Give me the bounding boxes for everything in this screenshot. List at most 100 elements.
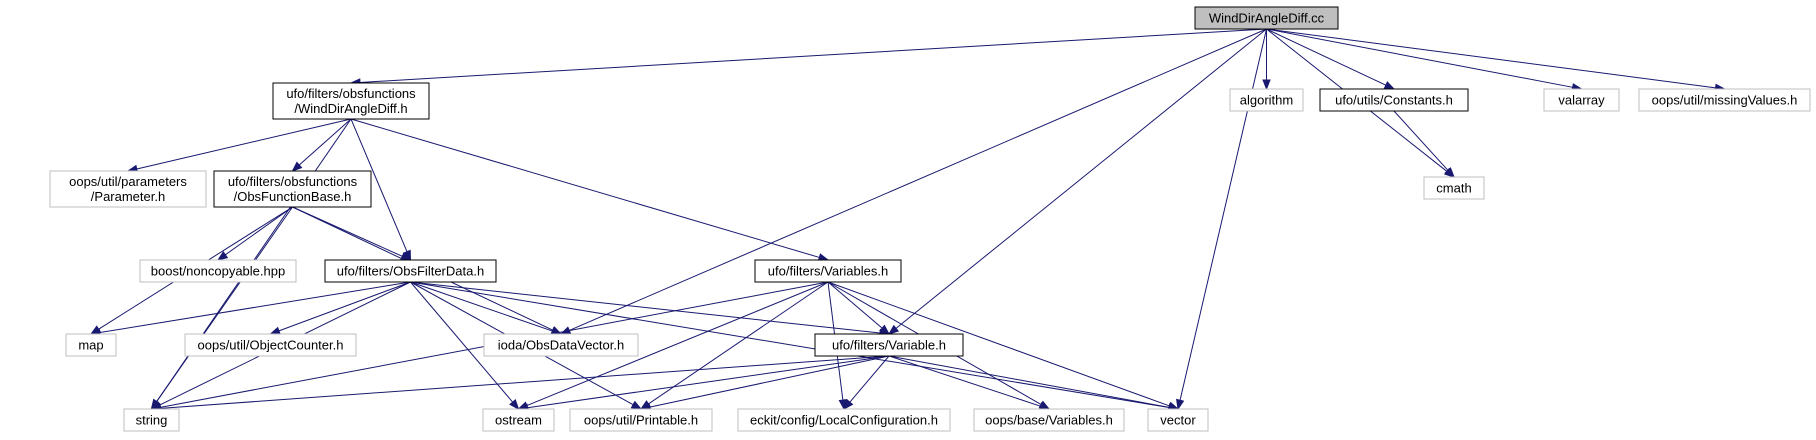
arrow-head-icon [269,326,281,335]
edge-line [410,281,881,334]
edge-variable_h-to-vector [888,355,1180,412]
node-winddiranglediff-cc: WindDirAngleDiff.cc [1194,6,1339,30]
edge-line [298,118,352,166]
edge-line [895,28,1267,329]
node-box [1319,88,1469,112]
node-oops-util-printable-h: oops/util/Printable.h [569,408,713,432]
node-label: oops/base/Variables.h [985,413,1113,428]
edge-obsfilterdata-to-variable_h [410,281,891,338]
node-string: string [123,408,180,432]
edge-line [136,118,352,170]
edge-line [827,281,883,329]
node-label: algorithm [1240,93,1293,108]
node-ufo-filters-variable-h[interactable]: ufo/filters/Variable.h [814,333,964,357]
node-ioda-obsdatavector-h: ioda/ObsDataVector.h [483,333,639,357]
node-box [1638,88,1811,112]
edge-root-to-constants [1266,28,1396,90]
edge-line [1393,110,1449,171]
node-box [324,259,497,283]
node-map: map [65,333,117,357]
node-box [973,408,1125,432]
node-box [483,333,639,357]
node-box [123,408,180,432]
arrow-head-icon [1262,79,1271,91]
node-box [1543,88,1620,112]
node-label: oops/util/missingValues.h [1652,93,1798,108]
edge-line [350,118,820,258]
node-ufo-filters-obsfunctions-winddiranglediff-h[interactable]: ufo/filters/obsfunctions/WindDirAngleDif… [272,82,430,120]
node-label: /ObsFunctionBase.h [234,189,352,204]
edge-line [410,281,1170,409]
node-oops-util-parameters-parameter-h: oops/util/parameters/Parameter.h [49,170,207,208]
node-eckit-config-localconfiguration-h: eckit/config/LocalConfiguration.h [737,408,951,432]
node-box [754,259,902,283]
node-label: oops/util/parameters [69,174,187,189]
node-ufo-filters-obsfilterdata-h[interactable]: ufo/filters/ObsFilterData.h [324,259,497,283]
edge-line [569,28,1267,331]
edge-line [527,355,890,409]
node-label: WindDirAngleDiff.cc [1209,11,1325,26]
node-box [1423,176,1485,200]
arrow-head-icon [216,251,229,261]
node-label: ioda/ObsDataVector.h [498,338,624,353]
node-label: ufo/filters/Variables.h [768,264,888,279]
arrow-head-icon [1444,167,1455,179]
node-label: ufo/filters/Variable.h [832,338,946,353]
node-label: vector [1160,413,1196,428]
edge-constants-to-cmath [1393,110,1455,179]
arrow-head-icon [879,324,891,335]
node-label: ufo/filters/ObsFilterData.h [337,264,484,279]
edge-root-to-obsdatavector [559,28,1267,335]
node-cmath: cmath [1423,176,1485,200]
node-box [1147,408,1209,432]
file-nodes: WindDirAngleDiff.cc ufo/filters/obsfuncti… [49,6,1811,432]
node-boost-noncopyable-hpp: boost/noncopyable.hpp [139,259,297,283]
node-ufo-utils-constants-h[interactable]: ufo/utils/Constants.h [1319,88,1469,112]
edge-line [359,28,1267,83]
arrow-head-icon [291,161,303,172]
arrow-head-icon [1383,81,1396,90]
node-box [65,333,117,357]
edge-line [410,281,514,403]
node-valarray: valarray [1543,88,1620,112]
dependency-edges [89,28,1726,413]
edge-line [156,206,293,402]
edge-variable_h-to-localconfig [843,355,890,411]
edge-variable_h-to-oopsvariables [888,355,1051,411]
node-label: oops/util/Printable.h [584,413,698,428]
node-ufo-filters-obsfunctions-obsfunctionbase-h[interactable]: ufo/filters/obsfunctions/ObsFunctionBase… [213,170,372,208]
edge-line [648,281,829,405]
edge-root-to-missing [1266,28,1726,92]
edge-line [1266,28,1573,88]
node-box [1229,88,1304,112]
arrow-head-icon [1176,398,1185,411]
node-label: ufo/filters/obsfunctions [228,174,358,189]
node-label: boost/noncopyable.hpp [151,264,285,279]
node-label: oops/util/ObjectCounter.h [198,338,344,353]
edge-line [888,355,1170,408]
arrow-head-icon [630,400,643,410]
node-label: ufo/filters/obsfunctions [286,86,416,101]
node-ufo-filters-variables-h[interactable]: ufo/filters/Variables.h [754,259,902,283]
edge-root-to-wdad_h [349,28,1267,87]
edge-obsfuncbase-to-string [150,206,293,411]
node-label: /WindDirAngleDiff.h [294,101,407,116]
node-label: ostream [495,413,542,428]
arrow-head-icon [509,399,520,411]
node-oops-base-variables-h: oops/base/Variables.h [973,408,1125,432]
edge-obsfilterdata-to-map [89,281,411,337]
node-box [49,170,207,208]
edge-variable_h-to-ostream [517,355,890,412]
node-label: cmath [1436,181,1471,196]
node-label: ufo/utils/Constants.h [1335,93,1453,108]
node-oops-util-missingvalues-h: oops/util/missingValues.h [1638,88,1811,112]
edge-obsfilterdata-to-ostream [410,281,520,411]
node-label: string [136,413,168,428]
edge-line [526,281,829,407]
edge-variables_h-to-printable [639,281,829,410]
edge-line [1266,28,1716,89]
node-box [1194,6,1339,30]
node-box [737,408,951,432]
node-vector: vector [1147,408,1209,432]
